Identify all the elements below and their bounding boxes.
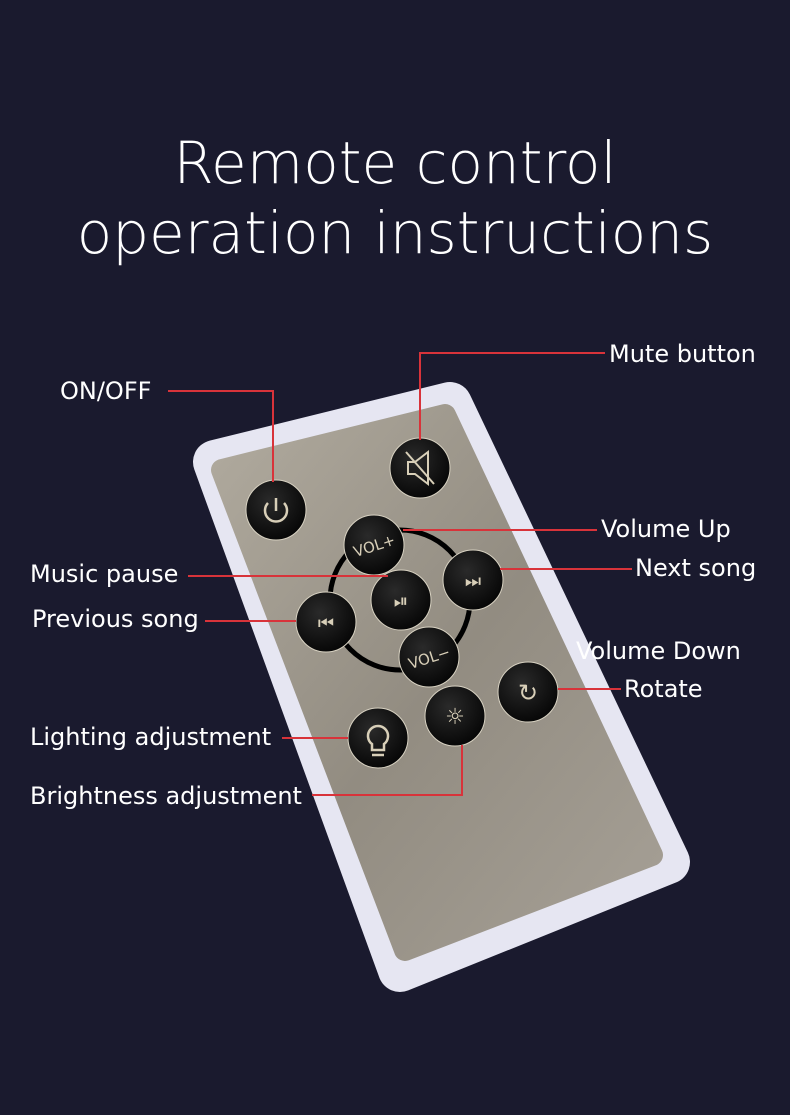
power-icon xyxy=(263,498,289,523)
label-next-song: Next song xyxy=(635,554,757,582)
mute-button[interactable] xyxy=(389,437,451,499)
brightness-button[interactable]: ☼ xyxy=(424,685,486,747)
label-rotate: Rotate xyxy=(624,675,703,703)
rotate-button[interactable]: ↻ xyxy=(497,661,559,723)
label-brightness: Brightness adjustment xyxy=(30,782,302,810)
label-previous-song: Previous song xyxy=(32,605,199,633)
rotate-icon: ↻ xyxy=(518,679,538,707)
brightness-icon: ☼ xyxy=(445,705,465,730)
mute-icon xyxy=(405,449,435,487)
volume-down-button[interactable]: VOL− xyxy=(398,626,460,688)
label-volume-up: Volume Up xyxy=(601,515,731,543)
power-button[interactable] xyxy=(245,479,307,541)
bulb-icon xyxy=(366,724,390,757)
lighting-button[interactable] xyxy=(347,707,409,769)
next-song-button[interactable]: ⏭ xyxy=(442,549,504,611)
previous-song-button[interactable]: ⏮ xyxy=(295,591,357,653)
label-mute: Mute button xyxy=(609,340,756,368)
label-lighting: Lighting adjustment xyxy=(30,723,272,751)
title-line-1: Remote control xyxy=(173,129,617,197)
next-icon: ⏭ xyxy=(465,571,481,592)
title-line-2: operation instructions xyxy=(76,199,714,267)
previous-icon: ⏮ xyxy=(318,613,334,634)
label-volume-down: Volume Down xyxy=(576,637,741,665)
volume-up-button[interactable]: VOL+ xyxy=(343,514,405,576)
label-on-off: ON/OFF xyxy=(60,377,152,405)
play-pause-button[interactable]: ⏯ xyxy=(370,569,432,631)
leader-lines xyxy=(168,352,632,796)
play-pause-icon: ⏯ xyxy=(394,591,408,612)
label-music-pause: Music pause xyxy=(30,560,179,588)
